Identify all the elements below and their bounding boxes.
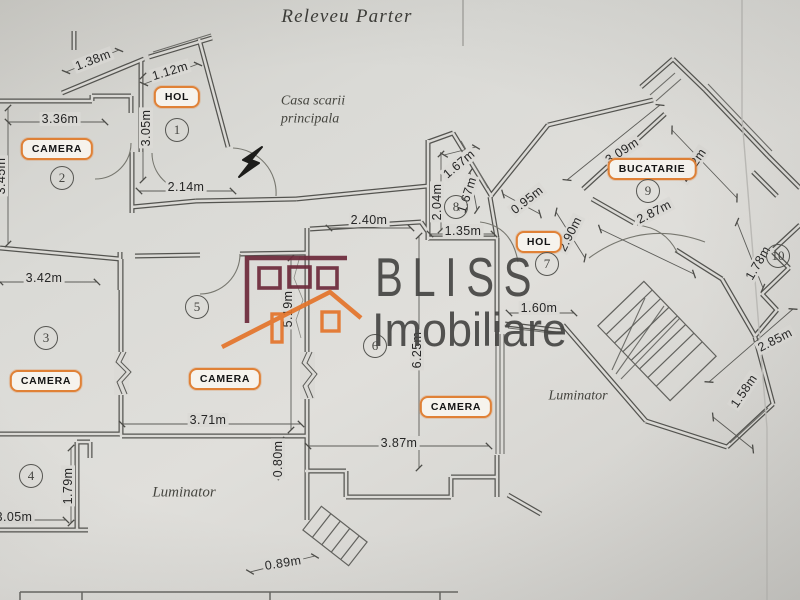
luminator-left-label: Luminator xyxy=(152,484,216,501)
room-tag-camera-2: CAMERA xyxy=(20,138,94,160)
room-tag-hol-7: HOL xyxy=(515,231,563,253)
watermark-brand-sub: Imobiliare xyxy=(372,303,568,357)
title-block-frame xyxy=(19,591,458,600)
room-number-4: 4 xyxy=(19,464,43,488)
luminator-right-label: Luminator xyxy=(548,388,608,404)
page-title: Releveu Parter xyxy=(281,6,413,27)
main-stair-line1: Casa scarii xyxy=(280,93,346,109)
main-stair-line2: principala xyxy=(280,111,340,126)
watermark-brand: BLISS xyxy=(375,247,542,309)
room-number-5: 5 xyxy=(185,295,209,319)
room-number-9: 9 xyxy=(636,179,660,203)
dim-1-60: 1.60m xyxy=(518,301,560,315)
dim-1-35: 1.35m xyxy=(442,224,484,238)
room-number-2: 2 xyxy=(50,166,74,190)
staircase-symbols xyxy=(302,280,717,567)
wall-break-symbols xyxy=(114,351,318,399)
room-tag-camera-6: CAMERA xyxy=(419,396,493,418)
room-number-10: 10 xyxy=(766,244,790,268)
dim-3-05-bottom: 3.05m xyxy=(0,510,35,524)
dim-2-40: 2.40m xyxy=(348,213,390,227)
dim-3-87: 3.87m xyxy=(378,436,420,450)
room-number-7: 7 xyxy=(535,252,559,276)
dim-2-14: 2.14m xyxy=(165,180,207,194)
room-tag-camera-5: CAMERA xyxy=(188,368,262,390)
room-tag-camera-3: CAMERA xyxy=(9,370,83,392)
entrance-arrow-icon xyxy=(238,146,263,178)
room-tag-bucatarie-9: BUCATARIE xyxy=(607,158,697,180)
room-number-3: 3 xyxy=(34,326,58,350)
logo-building-icon xyxy=(244,255,347,323)
room-number-1: 1 xyxy=(165,118,189,142)
dim-3-42: 3.42m xyxy=(23,271,65,285)
room-number-6: 6 xyxy=(363,334,387,358)
logo-house-icon xyxy=(220,289,363,350)
room-tag-hol-1: HOL xyxy=(153,86,201,108)
main-stair-annotation: Casa scarii principala xyxy=(281,93,345,128)
dim-3-36: 3.36m xyxy=(39,112,81,126)
dim-3-71: 3.71m xyxy=(187,413,229,427)
room-number-8: 8 xyxy=(444,195,468,219)
